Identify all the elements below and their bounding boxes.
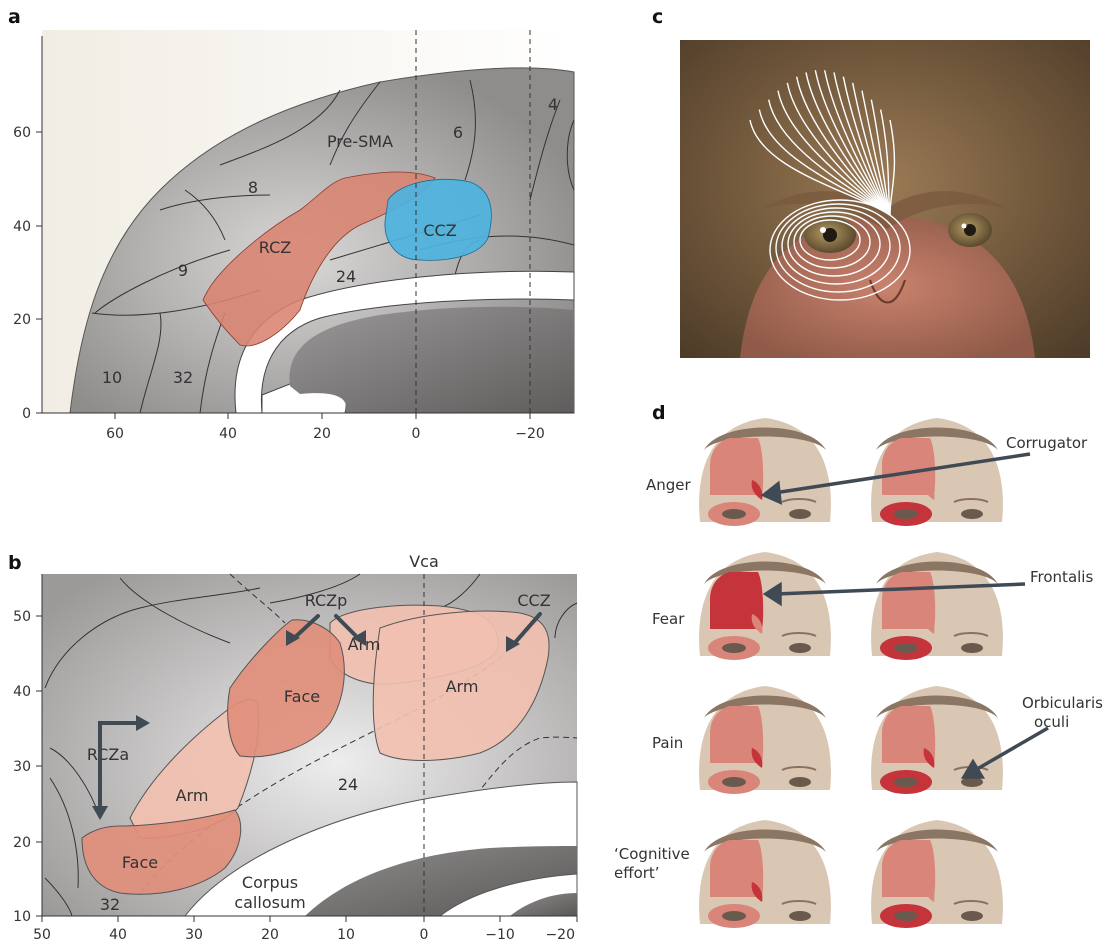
muscle-arrows (690, 410, 1114, 948)
monkey-face-photo (680, 40, 1090, 358)
panel-b-ytick-50: 50 (13, 609, 31, 625)
label-area-10: 10 (102, 368, 122, 387)
label-area-9: 9 (178, 261, 188, 280)
panel-a-ytick-20: 20 (13, 312, 31, 328)
panel-a-xtick-60: 60 (106, 426, 124, 442)
label-ccz: CCZ (423, 221, 456, 240)
panel-b-xtick-minus10: −10 (485, 927, 515, 943)
panel-a-xtick-40: 40 (219, 426, 237, 442)
label-arm-left: Arm (176, 786, 209, 805)
panel-a-ytick-60: 60 (13, 125, 31, 141)
panel-a-xtick-minus20: −20 (515, 426, 545, 442)
label-area-4: 4 (548, 95, 558, 114)
panel-letter-d: d (652, 402, 666, 424)
panel-a-ccz (385, 179, 491, 260)
label-area-6: 6 (453, 123, 463, 142)
label-area-24: 24 (336, 267, 356, 286)
panel-b-xtick-50: 50 (33, 927, 51, 943)
panel-a-ytick-0: 0 (22, 406, 31, 422)
panel-a-diagram: 60 40 20 0 60 40 20 0 −20 Pre-SMA 6 4 8 … (0, 0, 600, 460)
arrow-frontalis (776, 584, 1025, 594)
row-label-pain: Pain (652, 734, 683, 753)
label-area-32-b: 32 (100, 895, 120, 914)
row-label-effort: effort’ (614, 864, 660, 883)
arrow-orbicularis (972, 728, 1048, 772)
label-area-24-b: 24 (338, 775, 358, 794)
arrow-corrugator (774, 454, 1030, 493)
panel-b-xtick-10: 10 (337, 927, 355, 943)
label-area-8: 8 (248, 178, 258, 197)
panel-a-ytick-40: 40 (13, 219, 31, 235)
label-rczp: RCZp (305, 591, 348, 610)
panel-b-xtick-0: 0 (420, 927, 429, 943)
panel-a-xtick-0: 0 (412, 426, 421, 442)
label-face-upper: Face (284, 687, 320, 706)
label-ccz-b: CCZ (517, 591, 550, 610)
panel-b-xtick-minus20: −20 (545, 927, 575, 943)
panel-b-xtick-20: 20 (261, 927, 279, 943)
label-face-lower: Face (122, 853, 158, 872)
label-area-32: 32 (173, 368, 193, 387)
label-callosum: callosum (234, 893, 305, 912)
panel-a-xtick-20: 20 (313, 426, 331, 442)
label-rcza: RCZa (87, 745, 129, 764)
panel-b-ytick-30: 30 (13, 759, 31, 775)
panel-b-diagram: 50 40 30 20 10 50 40 30 20 10 0 −10 −20 … (0, 548, 600, 948)
panel-b-xtick-30: 30 (185, 927, 203, 943)
row-label-anger: Anger (646, 476, 691, 495)
label-vca: Vca (409, 552, 439, 571)
panel-b-xtick-40: 40 (109, 927, 127, 943)
panel-b-ytick-10: 10 (13, 909, 31, 925)
panel-b-ytick-20: 20 (13, 835, 31, 851)
label-arm-right: Arm (446, 677, 479, 696)
label-corpus: Corpus (242, 873, 298, 892)
row-label-cognitive: ‘Cognitive (614, 845, 690, 864)
panel-b-ytick-40: 40 (13, 684, 31, 700)
row-label-fear: Fear (652, 610, 684, 629)
label-pre-sma: Pre-SMA (327, 132, 393, 151)
label-rcz: RCZ (259, 238, 291, 257)
panel-letter-c: c (652, 6, 663, 28)
